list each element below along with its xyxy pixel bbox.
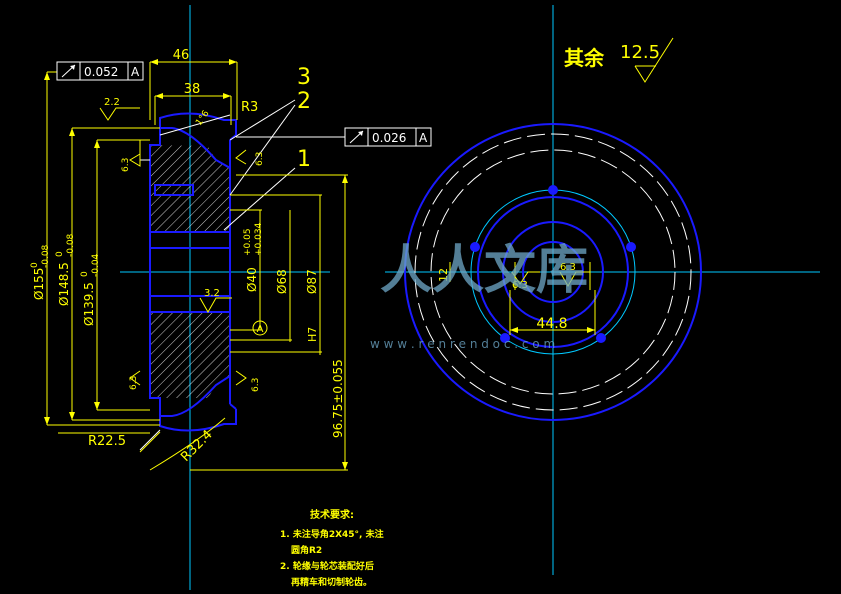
dimension-lines (46, 61, 348, 471)
front-rough-1: 6.3 (512, 280, 528, 291)
hub-circle (502, 221, 604, 323)
leader-lines (139, 99, 296, 451)
dim-d148: Ø148.5 (57, 262, 71, 306)
section-outline (149, 112, 237, 432)
rough-6-3-a: 6.3 (121, 158, 131, 172)
dim-r3: R3 (241, 100, 258, 115)
balloon-3: 3 (297, 65, 311, 90)
mid-circle (477, 196, 629, 348)
rough-6-3-b: 6.3 (255, 152, 265, 166)
dim-12: 12 (437, 268, 450, 282)
notes-line-1: 1. 未注导角2X45°, 未注 (280, 528, 384, 540)
notes-line-4: 再精车和切制轮齿。 (291, 576, 372, 588)
balloon-2: 2 (297, 89, 311, 114)
tol1-value: 0.052 (84, 65, 118, 79)
dim-46: 46 (173, 48, 190, 63)
rim-lower-hatch (150, 345, 230, 398)
tol1-datum: A (131, 65, 140, 79)
pitch-circle (414, 133, 692, 411)
datum-a-circle (252, 320, 268, 336)
rough-6-3-c: 6.3 (129, 376, 139, 390)
dim-d139-tol0: 0 (80, 271, 90, 277)
notes-title: 技术要求: (310, 508, 354, 521)
rough-6-3-d: 6.3 (251, 378, 261, 392)
rough-2-2: 2.2 (104, 97, 120, 108)
dim-d40-tol2: +0.034 (254, 222, 264, 256)
dim-angle: 1°6 (194, 109, 211, 128)
dim-r32: R32.4 (178, 427, 215, 464)
dim-d155: Ø155 (32, 268, 46, 300)
remaining-value: 12.5 (620, 42, 660, 63)
dim-d68: Ø68 (275, 269, 289, 294)
dim-r22: R22.5 (88, 434, 126, 449)
dim-d139: Ø139.5 (82, 282, 96, 326)
dim-fit-h7: H7 (306, 327, 319, 342)
technical-notes: 技术要求: 1. 未注导角2X45°, 未注 圆角R2 2. 轮缘与轮芯装配好后… (280, 508, 384, 588)
watermark-text: 人人文库 (380, 241, 588, 301)
front-view: 44.8 12 6.3 6.3 (404, 123, 702, 421)
dim-d155-tol: -0.08 (41, 244, 51, 268)
hub-lower-hatch (150, 312, 230, 345)
center-lines (120, 5, 820, 590)
tolerance-frame-2: 0.026 A (236, 127, 432, 147)
datum-a-label: A (257, 324, 264, 335)
arrow-heads (44, 59, 348, 470)
watermark: 人人文库 w w w . r e n r e n d o c . c o m (370, 241, 588, 351)
dim-d87: Ø87 (305, 269, 319, 294)
remaining-roughness: 其余 12.5 (564, 37, 674, 83)
section-view: 46 38 R3 1°6 Ø155 0 -0.08 Ø148.5 0 -0.08… (30, 48, 432, 471)
dim-d40-tol1: +0.05 (243, 228, 253, 256)
front-rough-2: 6.3 (560, 262, 576, 273)
dim-38: 38 (184, 82, 201, 97)
rough-3-2: 3.2 (204, 288, 220, 299)
hub-upper-hatch (150, 200, 230, 232)
dim-d40: Ø40 (245, 267, 259, 292)
watermark-url: w w w . r e n r e n d o c . c o m (370, 337, 555, 351)
tol2-datum: A (419, 131, 428, 145)
notes-line-2: 圆角R2 (291, 544, 322, 556)
notes-line-3: 2. 轮缘与轮芯装配好后 (280, 560, 374, 572)
roughness-symbols (99, 107, 247, 386)
dim-d148-tol: -0.08 (66, 233, 76, 257)
dim-d139-tol: -0.04 (91, 253, 101, 277)
outer-circle (404, 123, 702, 421)
rim-upper-hatch (150, 145, 230, 200)
tolerance-frame-1: 0.052 A (56, 61, 144, 81)
dim-96-75: 96.75±0.055 (331, 359, 345, 438)
remaining-label: 其余 (564, 46, 605, 70)
bolt-holes (470, 185, 636, 343)
balloon-1: 1 (297, 147, 311, 172)
tol2-value: 0.026 (372, 131, 406, 145)
dim-d148-tol0: 0 (55, 251, 65, 257)
dim-d155-tol0: 0 (30, 262, 40, 268)
root-circle (430, 149, 676, 395)
dim-44-8: 44.8 (536, 316, 567, 332)
